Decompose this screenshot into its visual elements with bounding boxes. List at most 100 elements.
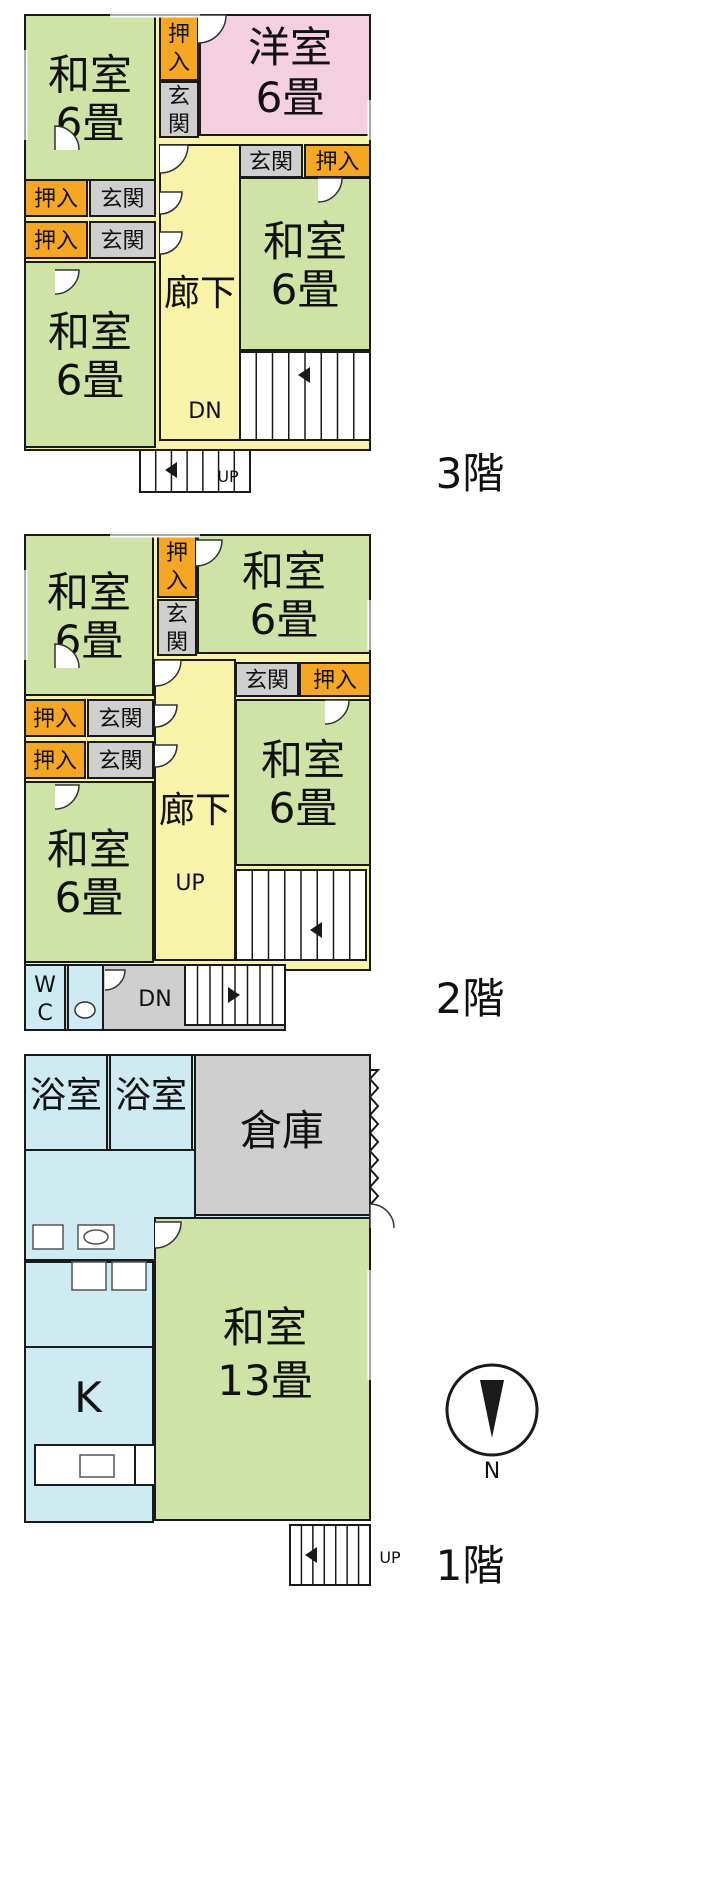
bath-1f-b [109, 1054, 193, 1151]
genkan-2f-d-label: 玄関 [98, 749, 142, 774]
door-swing-icon [159, 144, 189, 174]
oshiire-3f-b [304, 144, 371, 178]
genkan-3f-c-label: 玄関 [100, 187, 144, 212]
room-label-1f: 和室 [223, 1303, 307, 1352]
door-swing-icon [154, 1221, 182, 1249]
oshiire-2f-a-label-top: 押 [166, 541, 188, 566]
storage-1f [194, 1054, 371, 1216]
oshiire-3f-a-label-bottom: 入 [168, 51, 190, 76]
washitsu-2f-sw [24, 781, 154, 963]
stairs-3f [239, 351, 371, 441]
toilet-2f [67, 964, 104, 1031]
oshiire-3f-a-label-top: 押 [168, 23, 190, 48]
fridge-icon [134, 1444, 156, 1486]
wc-2f [24, 964, 66, 1031]
oshiire-3f-c [24, 179, 88, 217]
stairs-3f-outside-frame [139, 449, 251, 493]
oshiire-3f-d-label: 押入 [34, 229, 78, 254]
genkan-3f-a [159, 81, 199, 138]
washitsu-3f-nw [24, 14, 156, 181]
genkan-2f-d [87, 741, 154, 779]
genkan-3f-d-label: 玄関 [100, 229, 144, 254]
room-size-2f-ne: 6畳 [250, 595, 319, 644]
door-swing-icon [54, 125, 80, 151]
toilet-icon [74, 1001, 96, 1019]
washitsu-1f [154, 1217, 371, 1521]
stairs-3f-outside [139, 449, 251, 493]
cabinet-icon [71, 1261, 107, 1291]
genkan-3f-a-label-bottom: 関 [168, 113, 190, 138]
stairs-3f-dn-label: DN [188, 399, 221, 424]
room-label-2f-ne: 和室 [242, 547, 326, 596]
oshiire-3f-c-label: 押入 [34, 187, 78, 212]
sink-basin-icon [83, 1229, 109, 1245]
door-swing-icon [54, 784, 80, 810]
oshiire-2f-b-label: 押入 [313, 669, 357, 694]
genkan-2f-a-label-bottom: 関 [166, 631, 188, 656]
room-size-3f-e: 6畳 [271, 265, 340, 314]
kitchen-label-1f: K [74, 1373, 103, 1422]
stairs-2f-outside-arrow [228, 987, 240, 1003]
washitsu-3f-sw [24, 261, 156, 448]
stairs-1f-outside-arrow [305, 1547, 317, 1563]
oshiire-2f-b [299, 662, 371, 697]
genkan-3f-a-label-top: 玄 [168, 85, 190, 110]
floor-label-3f: 3階 [436, 449, 505, 498]
wc-2f-label-top: W [34, 973, 56, 998]
oshiire-2f-d [24, 741, 86, 779]
youshitsu-3f [199, 14, 371, 136]
room-size-2f-sw: 6畳 [55, 873, 124, 922]
door-swing-icon [54, 643, 80, 669]
wc-2f-label-bottom: C [37, 1001, 52, 1026]
laundry-icon [32, 1224, 64, 1250]
door-swing-icon [154, 659, 182, 687]
stairs-2f-arrow [310, 922, 322, 938]
stairs-1f-outside [289, 1524, 371, 1586]
door-swing-icon [197, 14, 227, 44]
washitsu-2f-nw [24, 534, 154, 696]
genkan-2f-a-label-top: 玄 [166, 603, 188, 628]
stairs-2f [235, 869, 367, 961]
washitsu-3f-e [239, 177, 371, 351]
oshiire-3f-d [24, 221, 88, 259]
stairs-2f-dn-label: DN [138, 987, 171, 1012]
genkan-2f-c-label: 玄関 [98, 707, 142, 732]
genkan-3f-b-label: 玄関 [249, 150, 293, 175]
hallway-label-2f: 廊下 [159, 790, 231, 831]
room-label-2f-e: 和室 [261, 736, 345, 785]
genkan-2f-a [157, 599, 197, 656]
sink-icon [79, 1454, 115, 1478]
oshiire-2f-c-label: 押入 [33, 707, 77, 732]
washitsu-2f-ne [197, 534, 371, 654]
bath-1f-a [24, 1054, 108, 1151]
stairs-1f-outside-up-label: UP [379, 1548, 401, 1567]
youshitsu-label-3f: 洋室 [248, 23, 332, 72]
storage-label-1f: 倉庫 [240, 1106, 324, 1155]
north-label: N [484, 1459, 500, 1484]
oshiire-2f-a-label-bottom: 入 [166, 569, 188, 594]
room-label-3f-sw: 和室 [48, 308, 132, 357]
stairs-3f-outside-arrow [165, 462, 177, 478]
stairs-3f-outside-up-label: UP [217, 467, 239, 486]
stairs-2f-up-label: UP [175, 871, 204, 896]
oshiire-3f-a [159, 14, 199, 81]
kitchen-1f [24, 1346, 154, 1523]
genkan-2f-c [87, 699, 154, 737]
youshitsu-size-3f: 6畳 [256, 73, 325, 122]
door-swing-icon [324, 699, 350, 725]
genkan-3f-b [239, 144, 303, 178]
bath-1f-a-label: 浴室 [30, 1075, 102, 1116]
stairs-1f-outside-frame [289, 1524, 371, 1586]
room-size-1f: 13畳 [217, 1356, 312, 1405]
genkan-3f-c [89, 179, 156, 217]
room-label-2f-nw: 和室 [47, 568, 131, 617]
door-swing-icon [54, 269, 80, 295]
door-swing-icon [159, 191, 183, 215]
genkan-2f-b [235, 662, 299, 697]
oshiire-3f-b-label: 押入 [315, 150, 359, 175]
door-swing-icon [154, 704, 178, 728]
door-swing-icon [159, 231, 183, 255]
washitsu-2f-e [235, 699, 371, 866]
north-arrow-pointer [480, 1380, 504, 1438]
